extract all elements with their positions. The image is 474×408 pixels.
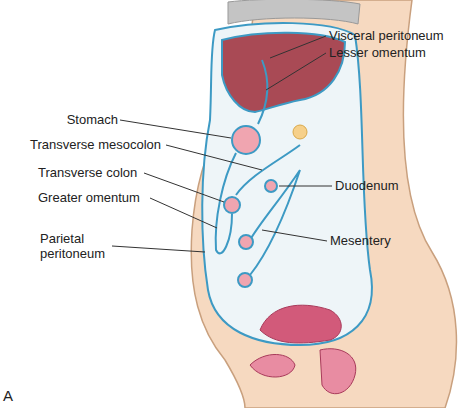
leader-line [270,36,326,58]
leader-line [279,186,332,187]
rectum [320,349,356,394]
duodenum-section [265,180,277,192]
structure-label: Mesentery [330,233,391,248]
structure-label: Visceral peritoneum [329,28,444,43]
structure-label: Transverse colon [38,165,137,180]
colon-section [224,197,240,213]
mesocolon-fold [236,145,300,195]
leader-line [166,145,262,170]
intestine-section [238,273,252,287]
leader-line [262,230,327,241]
panel-letter: A [3,388,13,403]
structure-label: Greater omentum [38,190,140,205]
lesser-omentum-fold [258,60,268,124]
structure-label: Parietal peritoneum [40,231,112,261]
leader-line [150,198,217,228]
uterus [260,305,341,343]
structure-label: Duodenum [335,178,399,193]
structure-label: Transverse mesocolon [30,137,161,152]
pancreas-section [293,125,307,139]
bladder [250,354,295,377]
leader-line [144,173,224,202]
stomach-section [232,126,260,154]
structure-label: Stomach [67,112,118,127]
body-silhouette [191,0,456,408]
leader-line [266,53,326,90]
structure-label: Lesser omentum [329,45,426,60]
lung [228,0,360,24]
liver [222,33,345,112]
leader-line [120,120,231,138]
intestine-section [239,235,253,249]
leader-line [112,246,205,252]
